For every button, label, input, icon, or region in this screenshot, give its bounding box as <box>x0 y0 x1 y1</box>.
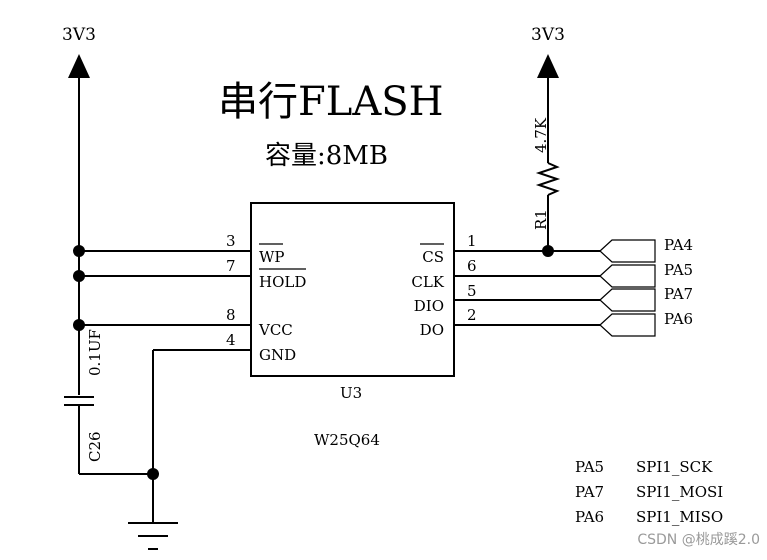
net-label-pa4: PA4 <box>664 236 693 254</box>
mapping-pin: PA5 <box>575 458 604 476</box>
net-port-pa5 <box>599 264 656 288</box>
pin-name-wp: WP <box>259 248 285 266</box>
pin-number-dio: 5 <box>467 282 477 300</box>
resistor-zigzag <box>535 162 561 196</box>
pin-name-vcc: VCC <box>258 321 293 339</box>
net-label-pa5: PA5 <box>664 261 693 279</box>
capacitor-ref: C26 <box>86 431 104 462</box>
chip-ref: U3 <box>340 384 362 402</box>
power-label-right: 3V3 <box>531 25 565 45</box>
net-label-pa6: PA6 <box>664 310 693 328</box>
ground-icon <box>128 522 178 550</box>
pin-name-dio: DIO <box>414 297 444 315</box>
mapping-pin: PA7 <box>575 483 604 501</box>
pin-name-clk: CLK <box>411 273 444 291</box>
pin-number-vcc: 8 <box>226 306 236 324</box>
pin-number-gnd: 4 <box>226 331 236 349</box>
pin-number-clk: 6 <box>467 257 477 275</box>
mapping-func: SPI1_MOSI <box>636 483 723 501</box>
diagram-title: 串行FLASH <box>218 79 444 125</box>
pin-number-wp: 3 <box>226 232 236 250</box>
chip-body <box>250 202 455 377</box>
mapping-func: SPI1_MISO <box>636 508 723 526</box>
power-arrow-icon <box>68 54 90 78</box>
net-port-pa7 <box>599 288 656 312</box>
capacity-label: 容量:8MB <box>265 141 388 171</box>
mapping-pin: PA6 <box>575 508 604 526</box>
power-label-left: 3V3 <box>62 25 96 45</box>
mapping-func: SPI1_SCK <box>636 458 713 476</box>
pin-name-gnd: GND <box>259 346 296 364</box>
pin-number-cs: 1 <box>467 232 477 250</box>
pin-name-do: DO <box>420 321 444 339</box>
pin-name-cs: CS <box>422 248 444 266</box>
resistor-ref: R1 <box>532 209 550 230</box>
net-port-pa6 <box>599 313 656 337</box>
net-label-pa7: PA7 <box>664 285 693 303</box>
net-port-pa4 <box>599 239 656 263</box>
chip-part: W25Q64 <box>314 431 380 449</box>
pin-number-do: 2 <box>467 306 477 324</box>
power-arrow-icon <box>537 54 559 78</box>
pin-number-hold: 7 <box>226 257 236 275</box>
resistor-value: 4.7K <box>532 117 550 153</box>
capacitor-value: 0.1UF <box>86 329 104 376</box>
pin-name-hold: HOLD <box>259 273 306 291</box>
junction-dot-icon <box>147 468 159 480</box>
watermark: CSDN @桃成蹊2.0 <box>637 532 760 548</box>
